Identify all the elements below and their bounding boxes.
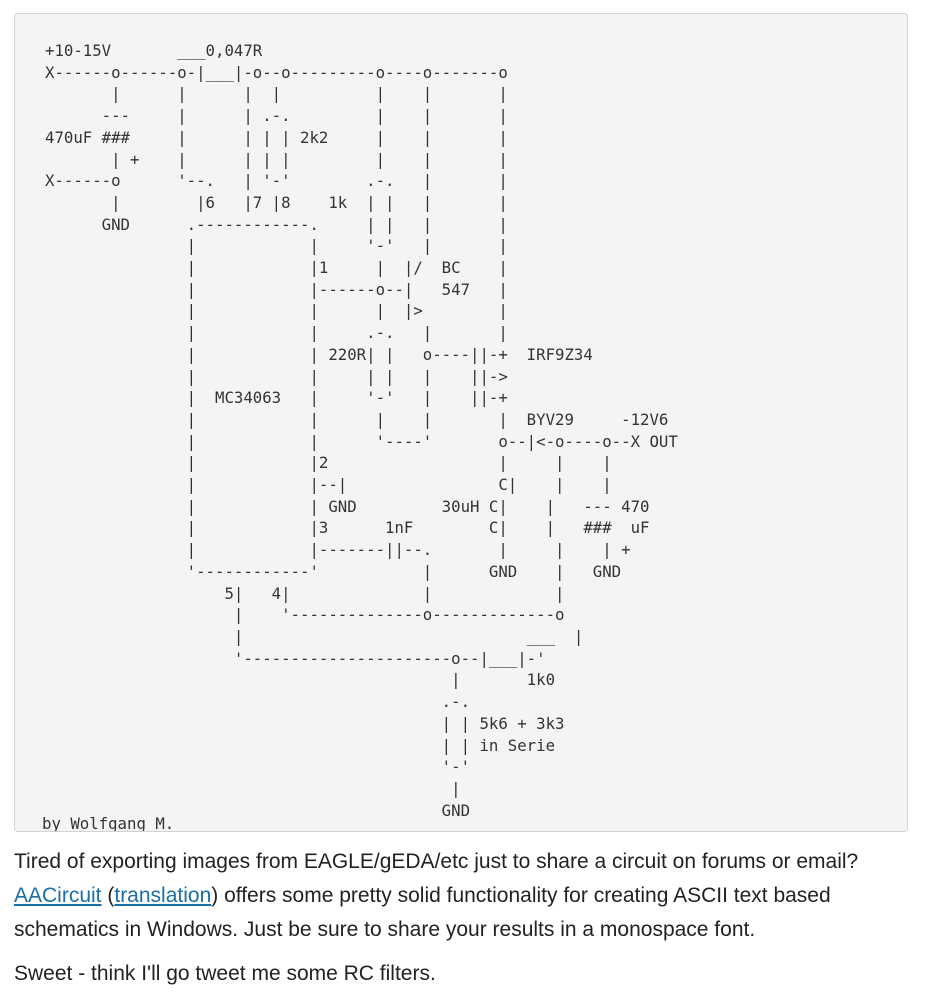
schematic-line: X------o------o-|___|-o--o---------o----… — [45, 62, 508, 82]
paragraph-text: ( — [101, 884, 115, 907]
schematic-line: | | GND 30uH C| | --- 470 — [45, 496, 650, 516]
schematic-line: | |2 | | | — [45, 453, 612, 473]
schematic-line: | | | | | | | — [45, 84, 508, 104]
schematic-line: GND — [45, 800, 471, 820]
schematic-line: | |------o--| 547 | — [45, 279, 508, 299]
schematic-line: | MC34063 | '-' | ||-+ — [45, 388, 508, 408]
schematic-line: | | | | | ||-> — [45, 366, 508, 386]
schematic-line: +10-15V ___0,047R — [45, 41, 263, 60]
schematic-line: | | | | | BYV29 -12V6 — [45, 409, 669, 429]
schematic-line: | | '----' o--|<-o----o--X OUT — [45, 431, 678, 451]
schematic-line: | '--------------o-------------o — [45, 605, 565, 625]
code-block: +10-15V ___0,047R X------o------o-|___|-… — [14, 13, 908, 832]
paragraph-text: ) offers some pretty solid functionality… — [14, 884, 831, 941]
schematic-line: | | 5k6 + 3k3 — [45, 713, 565, 733]
schematic-line: 470uF ### | | | | 2k2 | | | — [45, 127, 508, 147]
schematic-line: | |1 | |/ BC | — [45, 258, 508, 278]
ascii-schematic: +10-15V ___0,047R X------o------o-|___|-… — [45, 40, 678, 821]
translation-link[interactable]: translation — [114, 884, 212, 907]
schematic-line: | |6 |7 |8 1k | | | | — [45, 192, 508, 212]
schematic-line: | + | | | | | | | — [45, 149, 508, 169]
schematic-line: | | | |> | — [45, 301, 508, 321]
schematic-line: | | in Serie — [45, 735, 556, 755]
aacircuit-link[interactable]: AACircuit — [14, 884, 102, 907]
schematic-line: | — [45, 778, 461, 798]
schematic-line: | 1k0 — [45, 670, 556, 690]
schematic-line: '----------------------o--|___|-' — [45, 648, 546, 668]
schematic-line: | |3 1nF C| | ### uF — [45, 518, 650, 538]
schematic-line: | ___ | — [45, 626, 584, 646]
schematic-credit: by Wolfgang M. — [42, 814, 175, 832]
schematic-line: | |--| C| | | — [45, 475, 612, 495]
schematic-line: | | 220R| | o----||-+ IRF9Z34 — [45, 344, 593, 364]
schematic-line: .-. — [45, 692, 471, 712]
schematic-line: 5| 4| | | — [45, 583, 565, 603]
article-paragraph: Tired of exporting images from EAGLE/gED… — [14, 845, 914, 947]
schematic-line: '------------' | GND | GND — [45, 561, 622, 581]
schematic-line: GND .------------. | | | | — [45, 214, 508, 234]
schematic-line: | |-------||--. | | | + — [45, 540, 631, 560]
schematic-line: X------o '--. | '-' .-. | | — [45, 171, 508, 191]
schematic-line: | | .-. | | — [45, 323, 508, 343]
article-paragraph: Sweet - think I'll go tweet me some RC f… — [14, 962, 436, 985]
schematic-line: --- | | .-. | | | — [45, 106, 508, 126]
schematic-line: '-' — [45, 757, 471, 777]
schematic-line: | | '-' | | — [45, 236, 508, 256]
paragraph-text: Tired of exporting images from EAGLE/gED… — [14, 850, 859, 873]
